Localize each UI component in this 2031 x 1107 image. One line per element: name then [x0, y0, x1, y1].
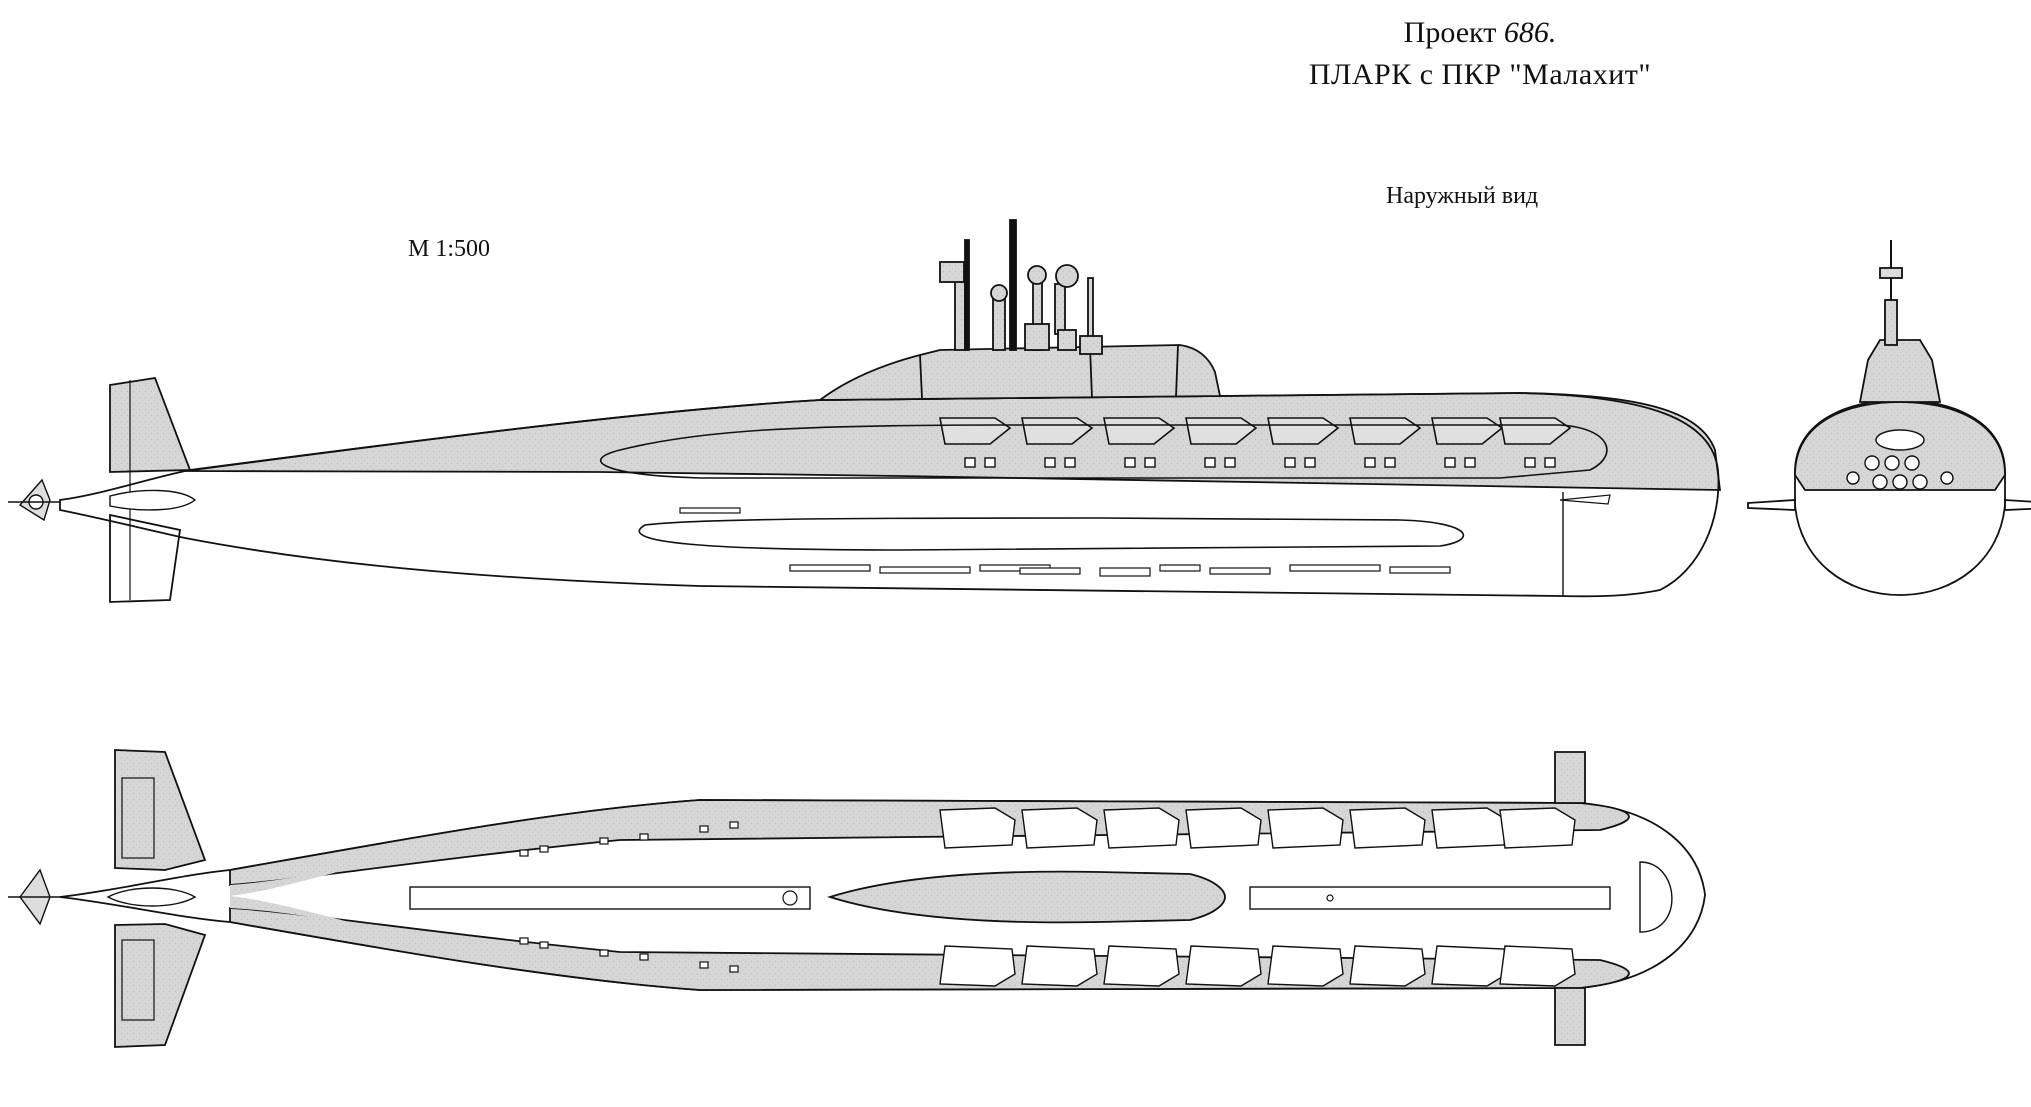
top-center-wedge — [230, 845, 440, 896]
vessel-designation: ПЛАРК с ПКР "Малахит" — [1308, 58, 1652, 91]
project-number: 686. — [1503, 16, 1557, 49]
view-label: Наружный вид — [1386, 183, 1539, 209]
top-upper-fin — [114, 749, 207, 871]
side-ports — [964, 457, 1556, 468]
top-bow-plane-lower — [1554, 987, 1586, 1046]
side-lower-fin — [109, 513, 182, 603]
top-deck-marks — [519, 821, 1334, 973]
title-block: Проект 686. ПЛАРК с ПКР "Малахит" — [1270, 12, 1690, 96]
top-bow-plane-upper — [1554, 751, 1586, 804]
side-pod — [109, 489, 197, 511]
side-upper-fin — [109, 376, 192, 473]
top-tail-pod — [106, 887, 197, 907]
top-lower-fin — [114, 923, 207, 1048]
project-title-prefix: Проект — [1403, 16, 1504, 49]
side-upper-oval — [599, 424, 1608, 479]
scale-label: М 1:500 — [408, 236, 491, 262]
top-sail — [826, 870, 1226, 924]
side-hull-outline — [59, 392, 1720, 598]
top-propeller — [8, 868, 60, 926]
side-masts — [939, 219, 1103, 355]
top-deck-strip — [409, 886, 811, 910]
side-sail — [817, 344, 1222, 401]
front-sail — [1858, 339, 1942, 403]
front-ports — [1846, 429, 1954, 490]
side-lower-oval — [638, 517, 1465, 551]
front-planes — [1747, 499, 2031, 511]
side-propeller — [8, 478, 60, 522]
project-title: Проект 686. — [1270, 12, 1690, 54]
top-missile-hatches-lower — [939, 945, 1576, 987]
side-lower-ports — [679, 507, 1451, 577]
top-view — [8, 749, 1706, 1048]
top-bow-arch — [1639, 861, 1673, 933]
top-missile-hatches-upper — [939, 807, 1576, 849]
side-view — [8, 219, 1722, 603]
front-view — [1747, 240, 2031, 596]
